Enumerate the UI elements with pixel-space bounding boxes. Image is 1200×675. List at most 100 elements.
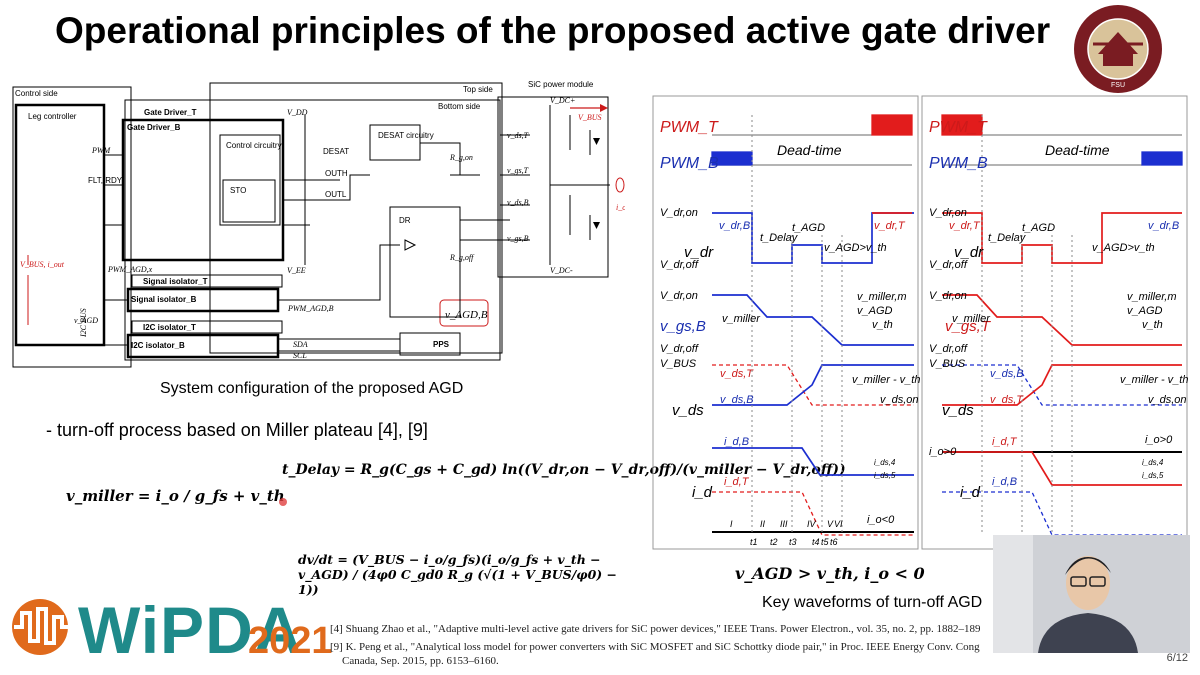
vgs-t-right: v_gs,T bbox=[945, 318, 992, 335]
io-lt0-left: i_o<0 bbox=[867, 514, 895, 526]
vdr-left: v_dr bbox=[684, 244, 714, 261]
pwm-b-left: PWM_B bbox=[660, 155, 719, 172]
t-agd-left: t_AGD bbox=[792, 222, 825, 234]
vds-b-right: v_ds,B bbox=[990, 368, 1024, 380]
vagd-vth-left: v_AGD>v_th bbox=[824, 242, 887, 254]
wipda-logo-mark bbox=[12, 599, 68, 655]
dr-label: DR bbox=[399, 216, 411, 225]
outh-label: OUTH bbox=[325, 169, 348, 178]
wipda-logo-text: WiPDA bbox=[78, 593, 303, 667]
control-circuitry-label: Control circuitry bbox=[226, 141, 282, 150]
time-6: t6 bbox=[830, 537, 838, 547]
pwm-t-right: PWM_T bbox=[929, 119, 988, 136]
equation-dv-dt: dv/dt = (V_BUS − i_o/g_fs)(i_o/g_fs + v_… bbox=[298, 552, 618, 597]
desat-label: DESAT bbox=[323, 147, 349, 156]
gate-driver-t-label: Gate Driver_T bbox=[144, 108, 197, 117]
time-4: t4 bbox=[812, 537, 820, 547]
vds-on-left: v_ds,on bbox=[880, 394, 919, 406]
waveform-caption: Key waveforms of turn-off AGD bbox=[762, 594, 983, 611]
interval-1: I bbox=[730, 519, 733, 529]
dead-time-right: Dead-time bbox=[1045, 142, 1110, 158]
interval-3: III bbox=[780, 519, 788, 529]
control-side-box bbox=[12, 86, 132, 368]
vds-t-left: v_ds,T bbox=[720, 368, 754, 380]
vdr-right: v_dr bbox=[954, 244, 984, 261]
id4-left: i_ds,4 bbox=[874, 458, 896, 467]
i2c-isolator-b-label: I2C isolator_B bbox=[131, 341, 185, 350]
reference-9-cont: Canada, Sep. 2015, pp. 6153–6160. bbox=[342, 655, 499, 667]
vmiller-right: v_miller bbox=[952, 313, 991, 325]
id-b-left: i_d,B bbox=[724, 436, 749, 448]
signal-isolator-t-label: Signal isolator_T bbox=[143, 277, 208, 286]
leg-controller-label: Leg controller bbox=[28, 112, 77, 121]
vds-right: v_ds bbox=[942, 402, 974, 419]
id-b-right: i_d,B bbox=[992, 476, 1017, 488]
flt-rdy-label: FLT, RDY bbox=[88, 176, 123, 185]
vmiller-vth-right: v_miller - v_th bbox=[1120, 374, 1188, 386]
bullet-text: - turn-off process based on Miller plate… bbox=[46, 420, 428, 440]
vdr-on-left: V_dr,on bbox=[660, 207, 698, 219]
vds-t-label: v_ds,T bbox=[507, 131, 529, 140]
i2c-bus-label: I2C BUS bbox=[79, 308, 88, 338]
dead-time-left: Dead-time bbox=[777, 142, 842, 158]
vds-b-label: v_ds,B bbox=[507, 198, 529, 207]
pps-label: PPS bbox=[433, 340, 450, 349]
seal-bottom-text: FSU bbox=[1111, 82, 1125, 89]
id-t-right: i_d,T bbox=[992, 436, 1018, 448]
condition-text: v_AGD > v_th, i_o < 0 bbox=[735, 564, 925, 583]
presenter-image bbox=[993, 535, 1190, 653]
v-agd-label: v_AGD bbox=[74, 316, 98, 325]
vmiller-m-left: v_miller,m bbox=[857, 291, 907, 303]
vagd-right: v_AGD bbox=[1127, 305, 1163, 317]
vagd-vth-right: v_AGD>v_th bbox=[1092, 242, 1155, 254]
io-gt0-right: i_o>0 bbox=[1145, 434, 1173, 446]
vdr-off-2-right: V_dr,off bbox=[929, 343, 968, 355]
vds-left: v_ds bbox=[672, 402, 704, 419]
pwm-t-left: PWM_T bbox=[660, 119, 719, 136]
vdr-on-2-right: V_dr,on bbox=[929, 290, 967, 302]
desat-circuitry-label: DESAT circuitry bbox=[378, 131, 434, 140]
vee-label: V_EE bbox=[287, 266, 306, 275]
interval-6: VI bbox=[834, 519, 843, 529]
vdr-t-left: v_dr,T bbox=[874, 220, 906, 232]
id5-right: i_ds,5 bbox=[1142, 471, 1164, 480]
vds-t-right: v_ds,T bbox=[990, 394, 1024, 406]
vdr-b-left: v_dr,B bbox=[719, 220, 750, 232]
vbus-right: V_BUS bbox=[929, 358, 966, 370]
io-gt0-label-right: i_o>0 bbox=[929, 446, 957, 458]
pwm-b-right: PWM_B bbox=[929, 155, 988, 172]
vmiller-vth-left: v_miller - v_th bbox=[852, 374, 920, 386]
references: [4] Shuang Zhao et al., "Adaptive multi-… bbox=[330, 622, 980, 668]
signal-isolator-b-label: Signal isolator_B bbox=[131, 295, 197, 304]
vgs-b-left: v_gs,B bbox=[660, 318, 706, 335]
pwm-agd-x-label: PWM_AGD,x bbox=[107, 265, 153, 274]
waveform-panel-left bbox=[652, 95, 919, 550]
vdr-off-2-left: V_dr,off bbox=[660, 343, 699, 355]
interval-4: IV bbox=[807, 519, 817, 529]
reference-9: [9] K. Peng et al., "Analytical loss mod… bbox=[330, 641, 980, 653]
sic-module-label: SiC power module bbox=[528, 80, 594, 89]
vagd-left: v_AGD bbox=[857, 305, 893, 317]
vdr-on-right: V_dr,on bbox=[929, 207, 967, 219]
id4-right: i_ds,4 bbox=[1142, 458, 1164, 467]
vbus-module-label: V_BUS bbox=[578, 113, 602, 122]
iout-label: i_out bbox=[616, 203, 625, 212]
pwm-agd-b-label: PWM_AGD,B bbox=[287, 304, 334, 313]
t-delay-left: t_Delay bbox=[760, 232, 799, 244]
vth-right: v_th bbox=[1142, 319, 1163, 331]
time-5: t5 bbox=[821, 537, 830, 547]
time-1: t1 bbox=[750, 537, 758, 547]
top-side-label: Top side bbox=[463, 85, 493, 94]
scl-label: SCL bbox=[293, 351, 307, 360]
interval-2: II bbox=[760, 519, 766, 529]
vgs-b-label: v_gs,B bbox=[507, 234, 529, 243]
gate-driver-b-label: Gate Driver_B bbox=[127, 123, 181, 132]
id-right: i_d bbox=[960, 484, 981, 501]
id-t-left: i_d,T bbox=[724, 476, 750, 488]
vdr-off-left: V_dr,off bbox=[660, 259, 699, 271]
interval-5: V bbox=[827, 519, 834, 529]
presenter-webcam bbox=[993, 535, 1190, 653]
vdr-off-right: V_dr,off bbox=[929, 259, 968, 271]
capss-seal-logo: FSU bbox=[1074, 5, 1162, 93]
pwm-label: PWM bbox=[91, 146, 112, 155]
